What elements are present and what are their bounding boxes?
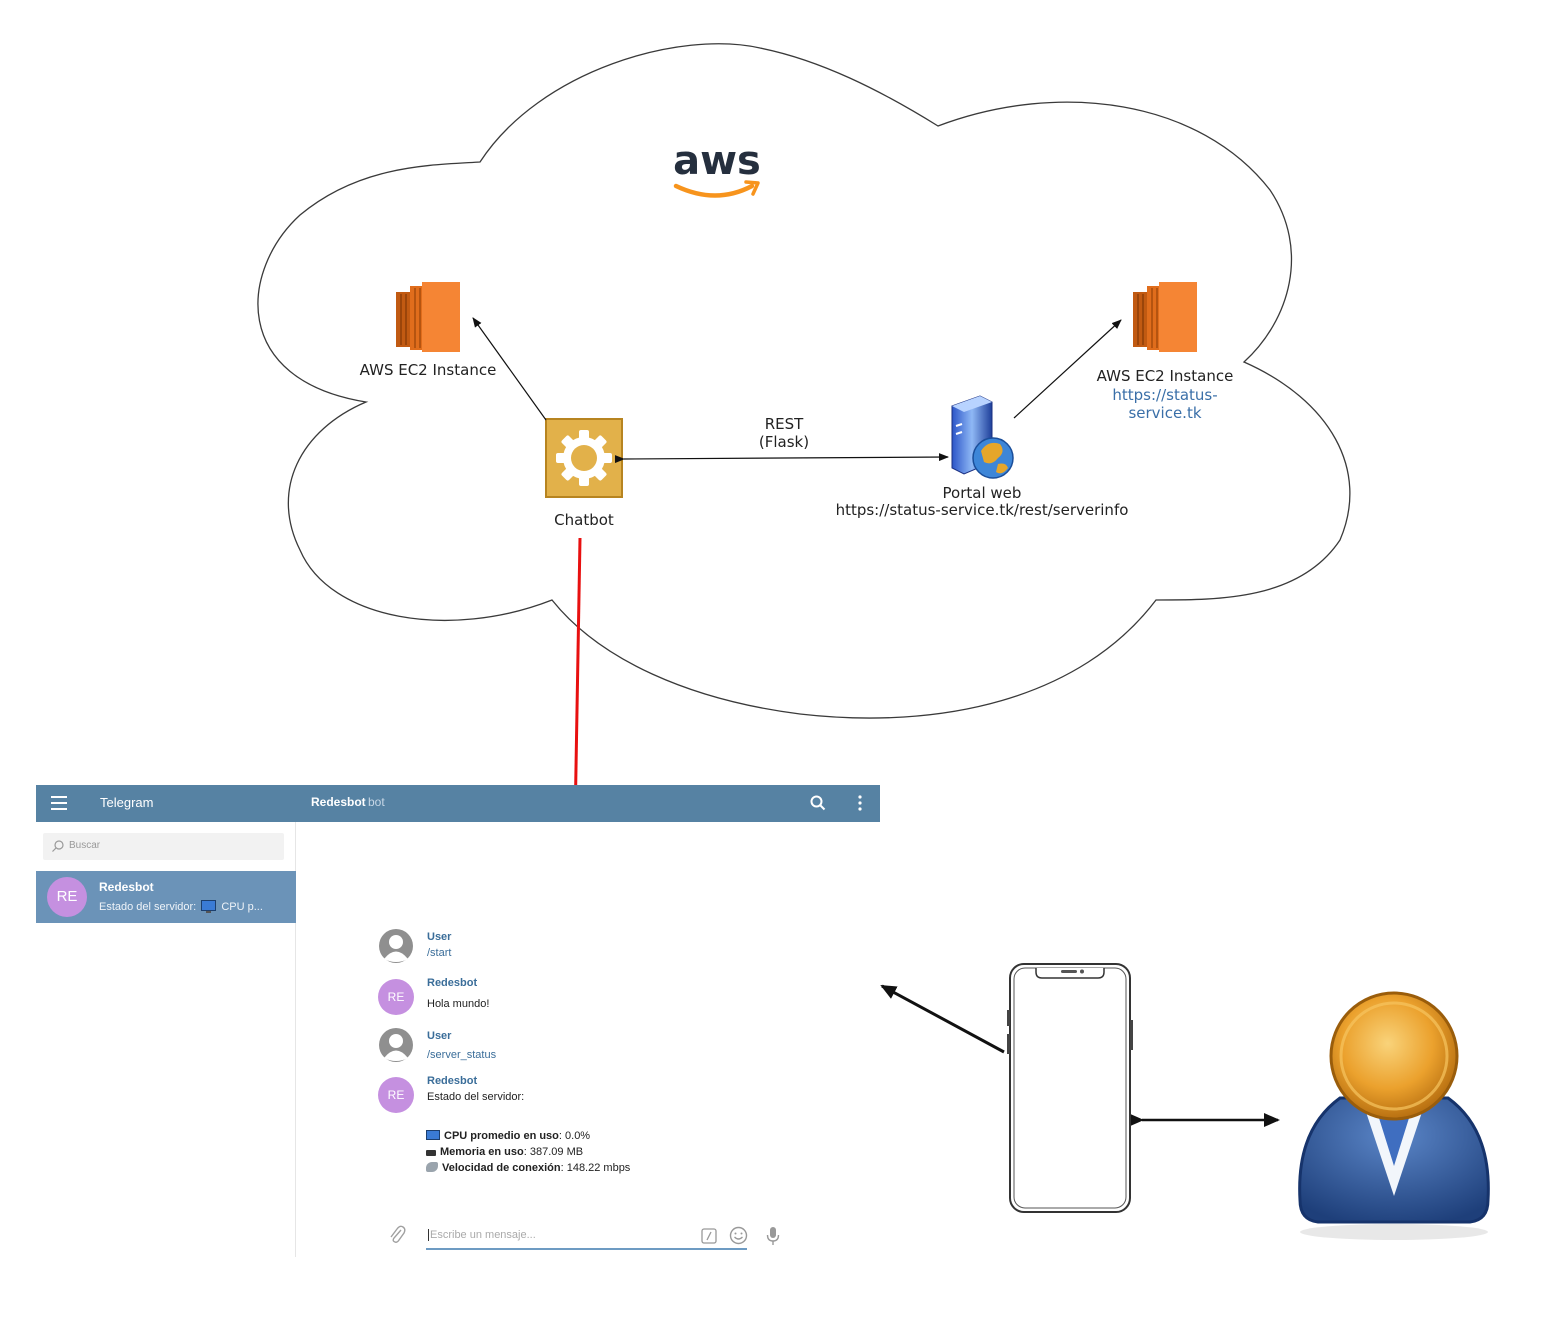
search-input[interactable]: Buscar	[43, 833, 284, 860]
message-command[interactable]: /server_status	[427, 1049, 497, 1061]
message-sender: Redesbot	[427, 1075, 478, 1087]
search-icon[interactable]	[809, 794, 827, 812]
message-input[interactable]: Escribe un mensaje...	[426, 1224, 747, 1250]
search-placeholder: Buscar	[69, 840, 101, 851]
monitor-icon	[201, 900, 217, 913]
user-avatar-icon	[379, 1028, 413, 1062]
message-command[interactable]: /start	[427, 947, 452, 959]
portal-to-ec2-arrow	[1013, 319, 1122, 419]
user-person-icon	[1298, 991, 1490, 1240]
portal-web-label: Portal web	[942, 484, 1022, 502]
chat-subtitle: bot	[368, 795, 385, 809]
hamburger-menu-icon[interactable]	[51, 796, 67, 810]
svg-text:aws: aws	[673, 138, 761, 184]
user-avatar-icon	[379, 929, 413, 963]
aws-logo: aws	[673, 138, 761, 198]
chatbot-gear-icon	[545, 418, 623, 498]
message-sender: Redesbot	[427, 977, 478, 989]
telegram-topbar: Telegram Redesbot bot	[36, 785, 880, 822]
rest-flask-label: REST (Flask)	[758, 415, 810, 451]
ec2-right-link[interactable]: https://status- service.tk	[1112, 386, 1218, 422]
message-sender: User	[427, 1030, 452, 1042]
app-title: Telegram	[100, 795, 154, 810]
chat-title[interactable]: Redesbot	[311, 795, 366, 809]
microphone-icon[interactable]	[766, 1226, 780, 1246]
portal-url-label: https://status-service.tk/rest/serverinf…	[835, 501, 1129, 519]
avatar: RE	[378, 979, 414, 1015]
more-options-icon[interactable]	[854, 794, 866, 812]
ec2-instance-icon	[1133, 282, 1197, 352]
aws-cloud-boundary	[257, 43, 1351, 719]
message-text: Estado del servidor:	[427, 1091, 525, 1103]
avatar: RE	[378, 1077, 414, 1113]
message-input-placeholder: Escribe un mensaje...	[428, 1229, 536, 1241]
dialogs-sidebar: Buscar RE Redesbot Estado del servidor: …	[36, 822, 296, 1257]
chatbot-to-ec2-arrow	[472, 317, 547, 421]
web-portal-server-icon	[951, 395, 1014, 479]
stat-memory: Memoria en uso: 387.09 MB	[426, 1146, 583, 1158]
dialog-preview: Estado del servidor: CPU p...	[99, 900, 263, 913]
dialog-name: Redesbot	[99, 880, 154, 894]
message-sender: User	[427, 931, 452, 943]
telegram-window: Telegram Redesbot bot Buscar RE Redesbot…	[36, 785, 880, 1257]
smartphone-icon	[1007, 963, 1133, 1213]
ec2-right-label: AWS EC2 Instance	[1096, 367, 1234, 385]
bot-commands-icon[interactable]	[701, 1228, 717, 1244]
stat-speed: Velocidad de conexión: 148.22 mbps	[426, 1162, 630, 1174]
monitor-icon	[426, 1130, 440, 1140]
dialog-item-redesbot[interactable]: RE Redesbot Estado del servidor: CPU p..…	[36, 871, 296, 923]
message-text: Hola mundo!	[427, 998, 490, 1010]
stat-cpu: CPU promedio en uso: 0.0%	[426, 1130, 590, 1142]
ec2-left-label: AWS EC2 Instance	[359, 361, 497, 379]
emoji-icon[interactable]	[729, 1226, 748, 1245]
phone-to-telegram-arrow	[880, 984, 1005, 1054]
attach-icon[interactable]	[388, 1225, 406, 1245]
search-icon	[52, 840, 64, 852]
avatar: RE	[47, 877, 87, 917]
chatbot-label: Chatbot	[554, 511, 614, 529]
ec2-instance-icon	[396, 282, 460, 352]
memory-chip-icon	[426, 1150, 436, 1156]
rest-connection-arrow	[614, 453, 949, 464]
satellite-icon	[426, 1162, 438, 1172]
